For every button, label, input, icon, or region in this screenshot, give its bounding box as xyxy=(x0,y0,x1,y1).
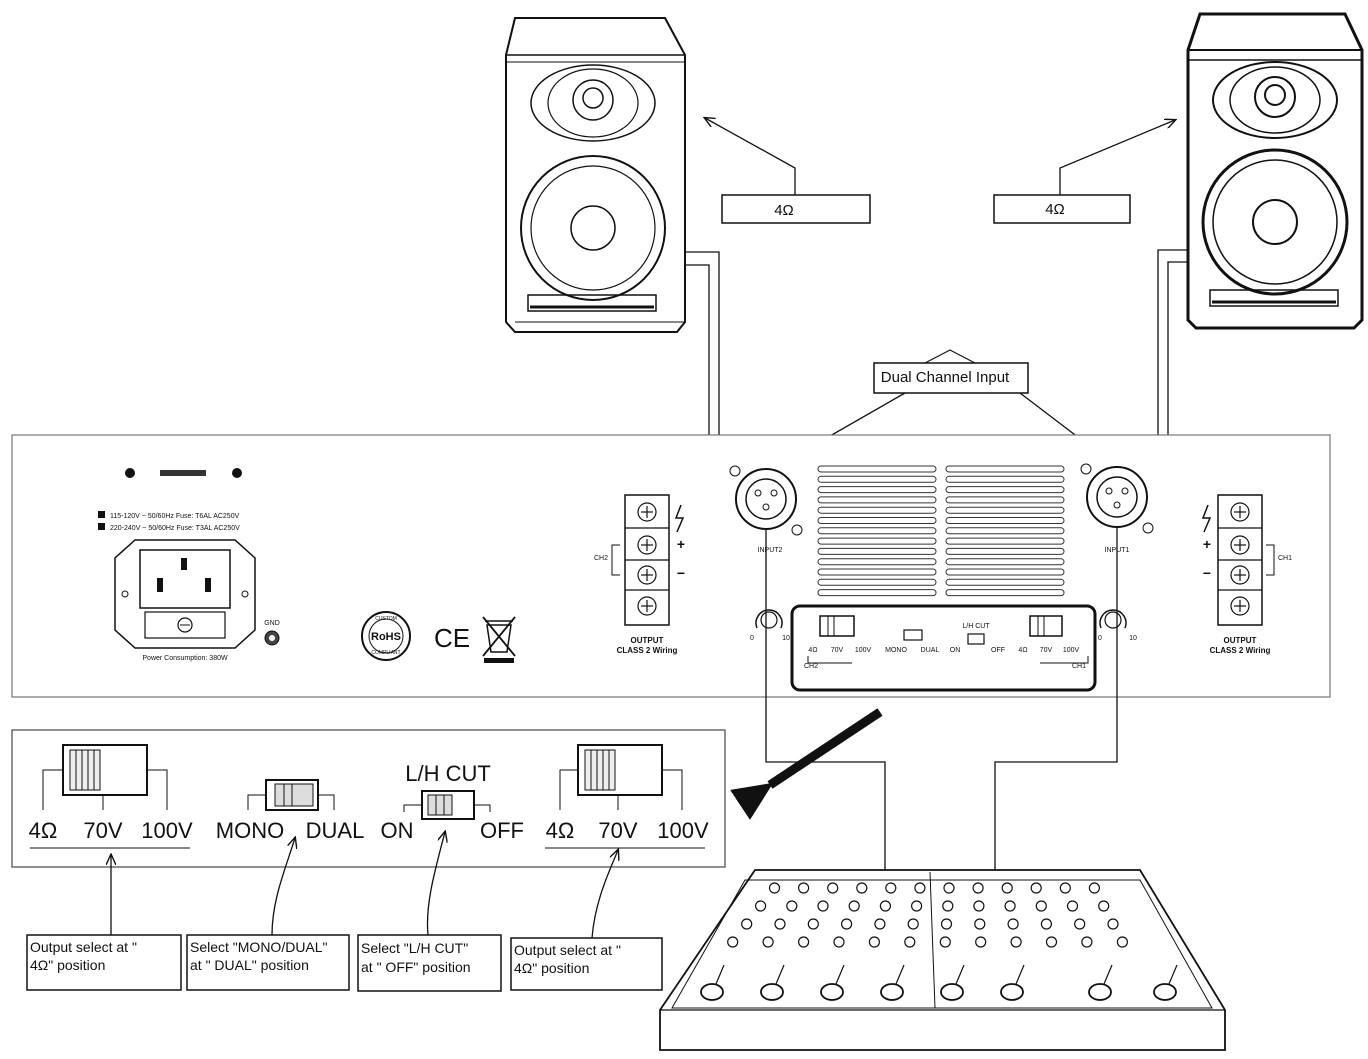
svg-text:ON: ON xyxy=(950,647,961,654)
volume-knob-ch1: 0 10 xyxy=(1098,609,1137,642)
svg-text:CH2: CH2 xyxy=(594,555,608,562)
output-terminal-ch1: CH1 + − OUTPUT CLASS 2 Wiring xyxy=(1201,494,1292,655)
dual-channel-input-label: Dual Channel Input xyxy=(881,369,1010,386)
svg-text:INPUT2: INPUT2 xyxy=(758,547,783,554)
left-speaker xyxy=(505,17,687,333)
svg-text:CH1: CH1 xyxy=(1278,555,1292,562)
svg-text:0: 0 xyxy=(1098,635,1102,642)
svg-text:OUTPUT: OUTPUT xyxy=(1224,636,1257,645)
svg-text:4Ω" position: 4Ω" position xyxy=(514,960,589,976)
voltage-line-1: 115-120V ~ 50/60Hz Fuse: T6AL AC250V xyxy=(110,513,240,520)
svg-text:10: 10 xyxy=(782,635,790,642)
ce-mark: CE xyxy=(434,623,470,653)
zoom-arrow xyxy=(730,708,883,820)
zoom-on: ON xyxy=(381,818,414,843)
svg-text:MONO: MONO xyxy=(885,647,907,654)
svg-text:OFF: OFF xyxy=(991,647,1005,654)
svg-text:+: + xyxy=(677,536,685,552)
svg-text:at " OFF" position: at " OFF" position xyxy=(361,959,471,975)
dual-channel-input-callout: Dual Channel Input xyxy=(788,349,1108,460)
right-impedance-callout: 4Ω xyxy=(993,120,1175,224)
svg-text:4Ω" position: 4Ω" position xyxy=(30,957,105,973)
right-impedance-label: 4Ω xyxy=(1045,201,1065,218)
output-terminal-ch2: CH2 + − OUTPUT CLASS 2 Wiring xyxy=(594,494,685,655)
svg-text:Output select at ": Output select at " xyxy=(514,942,621,958)
zoom-lhcut: L/H CUT xyxy=(405,761,491,786)
left-impedance-label: 4Ω xyxy=(774,202,794,219)
note-lh-cut: Select "L/H CUT" at " OFF" position xyxy=(357,832,502,992)
zoom-left-4ohm: 4Ω xyxy=(29,818,58,843)
zoom-off: OFF xyxy=(480,818,524,843)
svg-text:OUTPUT: OUTPUT xyxy=(631,636,664,645)
switch-section-highlight: 4Ω 70V 100V MONO DUAL L/H CUT ON OFF 4Ω … xyxy=(790,604,1097,692)
svg-text:DUAL: DUAL xyxy=(921,647,940,654)
power-consumption: Power Consumption: 380W xyxy=(142,655,228,662)
svg-text:CLASS 2 Wiring: CLASS 2 Wiring xyxy=(1210,646,1271,655)
gnd-label: GND xyxy=(264,620,280,627)
svg-text:Select "MONO/DUAL": Select "MONO/DUAL" xyxy=(190,939,328,955)
zoom-right-100v: 100V xyxy=(657,818,709,843)
svg-text:CH1: CH1 xyxy=(1072,663,1086,670)
vent-grille xyxy=(817,465,1065,597)
iec-power-socket xyxy=(114,539,256,649)
zoom-right-4ohm: 4Ω xyxy=(546,818,575,843)
note-mono-dual: Select "MONO/DUAL" at " DUAL" position xyxy=(186,838,350,991)
amplifier-rear-panel: 115-120V ~ 50/60Hz Fuse: T6AL AC250V 220… xyxy=(11,434,1331,698)
input-cables xyxy=(765,528,1118,870)
svg-text:Select "L/H CUT": Select "L/H CUT" xyxy=(361,940,468,956)
rohs-logo: CUSTOM RoHS COMPLIANT xyxy=(361,611,411,661)
zoom-mono: MONO xyxy=(216,818,284,843)
svg-text:+: + xyxy=(1203,536,1211,552)
zoom-left-100v: 100V xyxy=(141,818,193,843)
svg-text:L/H CUT: L/H CUT xyxy=(962,623,990,630)
zoomed-switch-panel: 4Ω 70V 100V MONO DUAL L/H CUT ON OFF 4Ω … xyxy=(11,729,726,868)
svg-text:0: 0 xyxy=(750,635,754,642)
weee-bin-icon xyxy=(482,616,516,663)
svg-text:100V: 100V xyxy=(1063,647,1080,654)
right-speaker xyxy=(1186,12,1364,330)
zoom-dual: DUAL xyxy=(306,818,365,843)
zoom-right-70v: 70V xyxy=(598,818,637,843)
svg-text:COMPLIANT: COMPLIANT xyxy=(371,650,400,656)
volume-knob-ch2: 0 10 xyxy=(750,609,790,642)
svg-text:100V: 100V xyxy=(855,647,872,654)
svg-text:10: 10 xyxy=(1129,635,1137,642)
left-impedance-callout: 4Ω xyxy=(705,118,871,224)
audio-mixer xyxy=(659,869,1226,1051)
svg-text:Output select at ": Output select at " xyxy=(30,939,137,955)
svg-text:−: − xyxy=(1203,565,1211,581)
svg-text:−: − xyxy=(677,565,685,581)
xlr-input2-jack: INPUT2 xyxy=(729,465,803,554)
svg-text:RoHS: RoHS xyxy=(371,631,401,643)
svg-text:4Ω: 4Ω xyxy=(808,647,817,654)
note-output-select-left: Output select at " 4Ω" position xyxy=(26,855,182,991)
svg-text:70V: 70V xyxy=(831,647,844,654)
svg-text:4Ω: 4Ω xyxy=(1018,647,1027,654)
svg-text:CLASS 2 Wiring: CLASS 2 Wiring xyxy=(617,646,678,655)
xlr-input1-jack: INPUT1 xyxy=(1080,463,1154,554)
svg-text:CH2: CH2 xyxy=(804,663,818,670)
voltage-line-2: 220-240V ~ 50/60Hz Fuse: T3AL AC250V xyxy=(110,525,240,532)
note-output-select-right: Output select at " 4Ω" position xyxy=(510,850,663,991)
zoom-left-70v: 70V xyxy=(83,818,122,843)
svg-text:at " DUAL" position: at " DUAL" position xyxy=(190,957,309,973)
svg-text:70V: 70V xyxy=(1040,647,1053,654)
svg-text:CUSTOM: CUSTOM xyxy=(375,616,397,622)
